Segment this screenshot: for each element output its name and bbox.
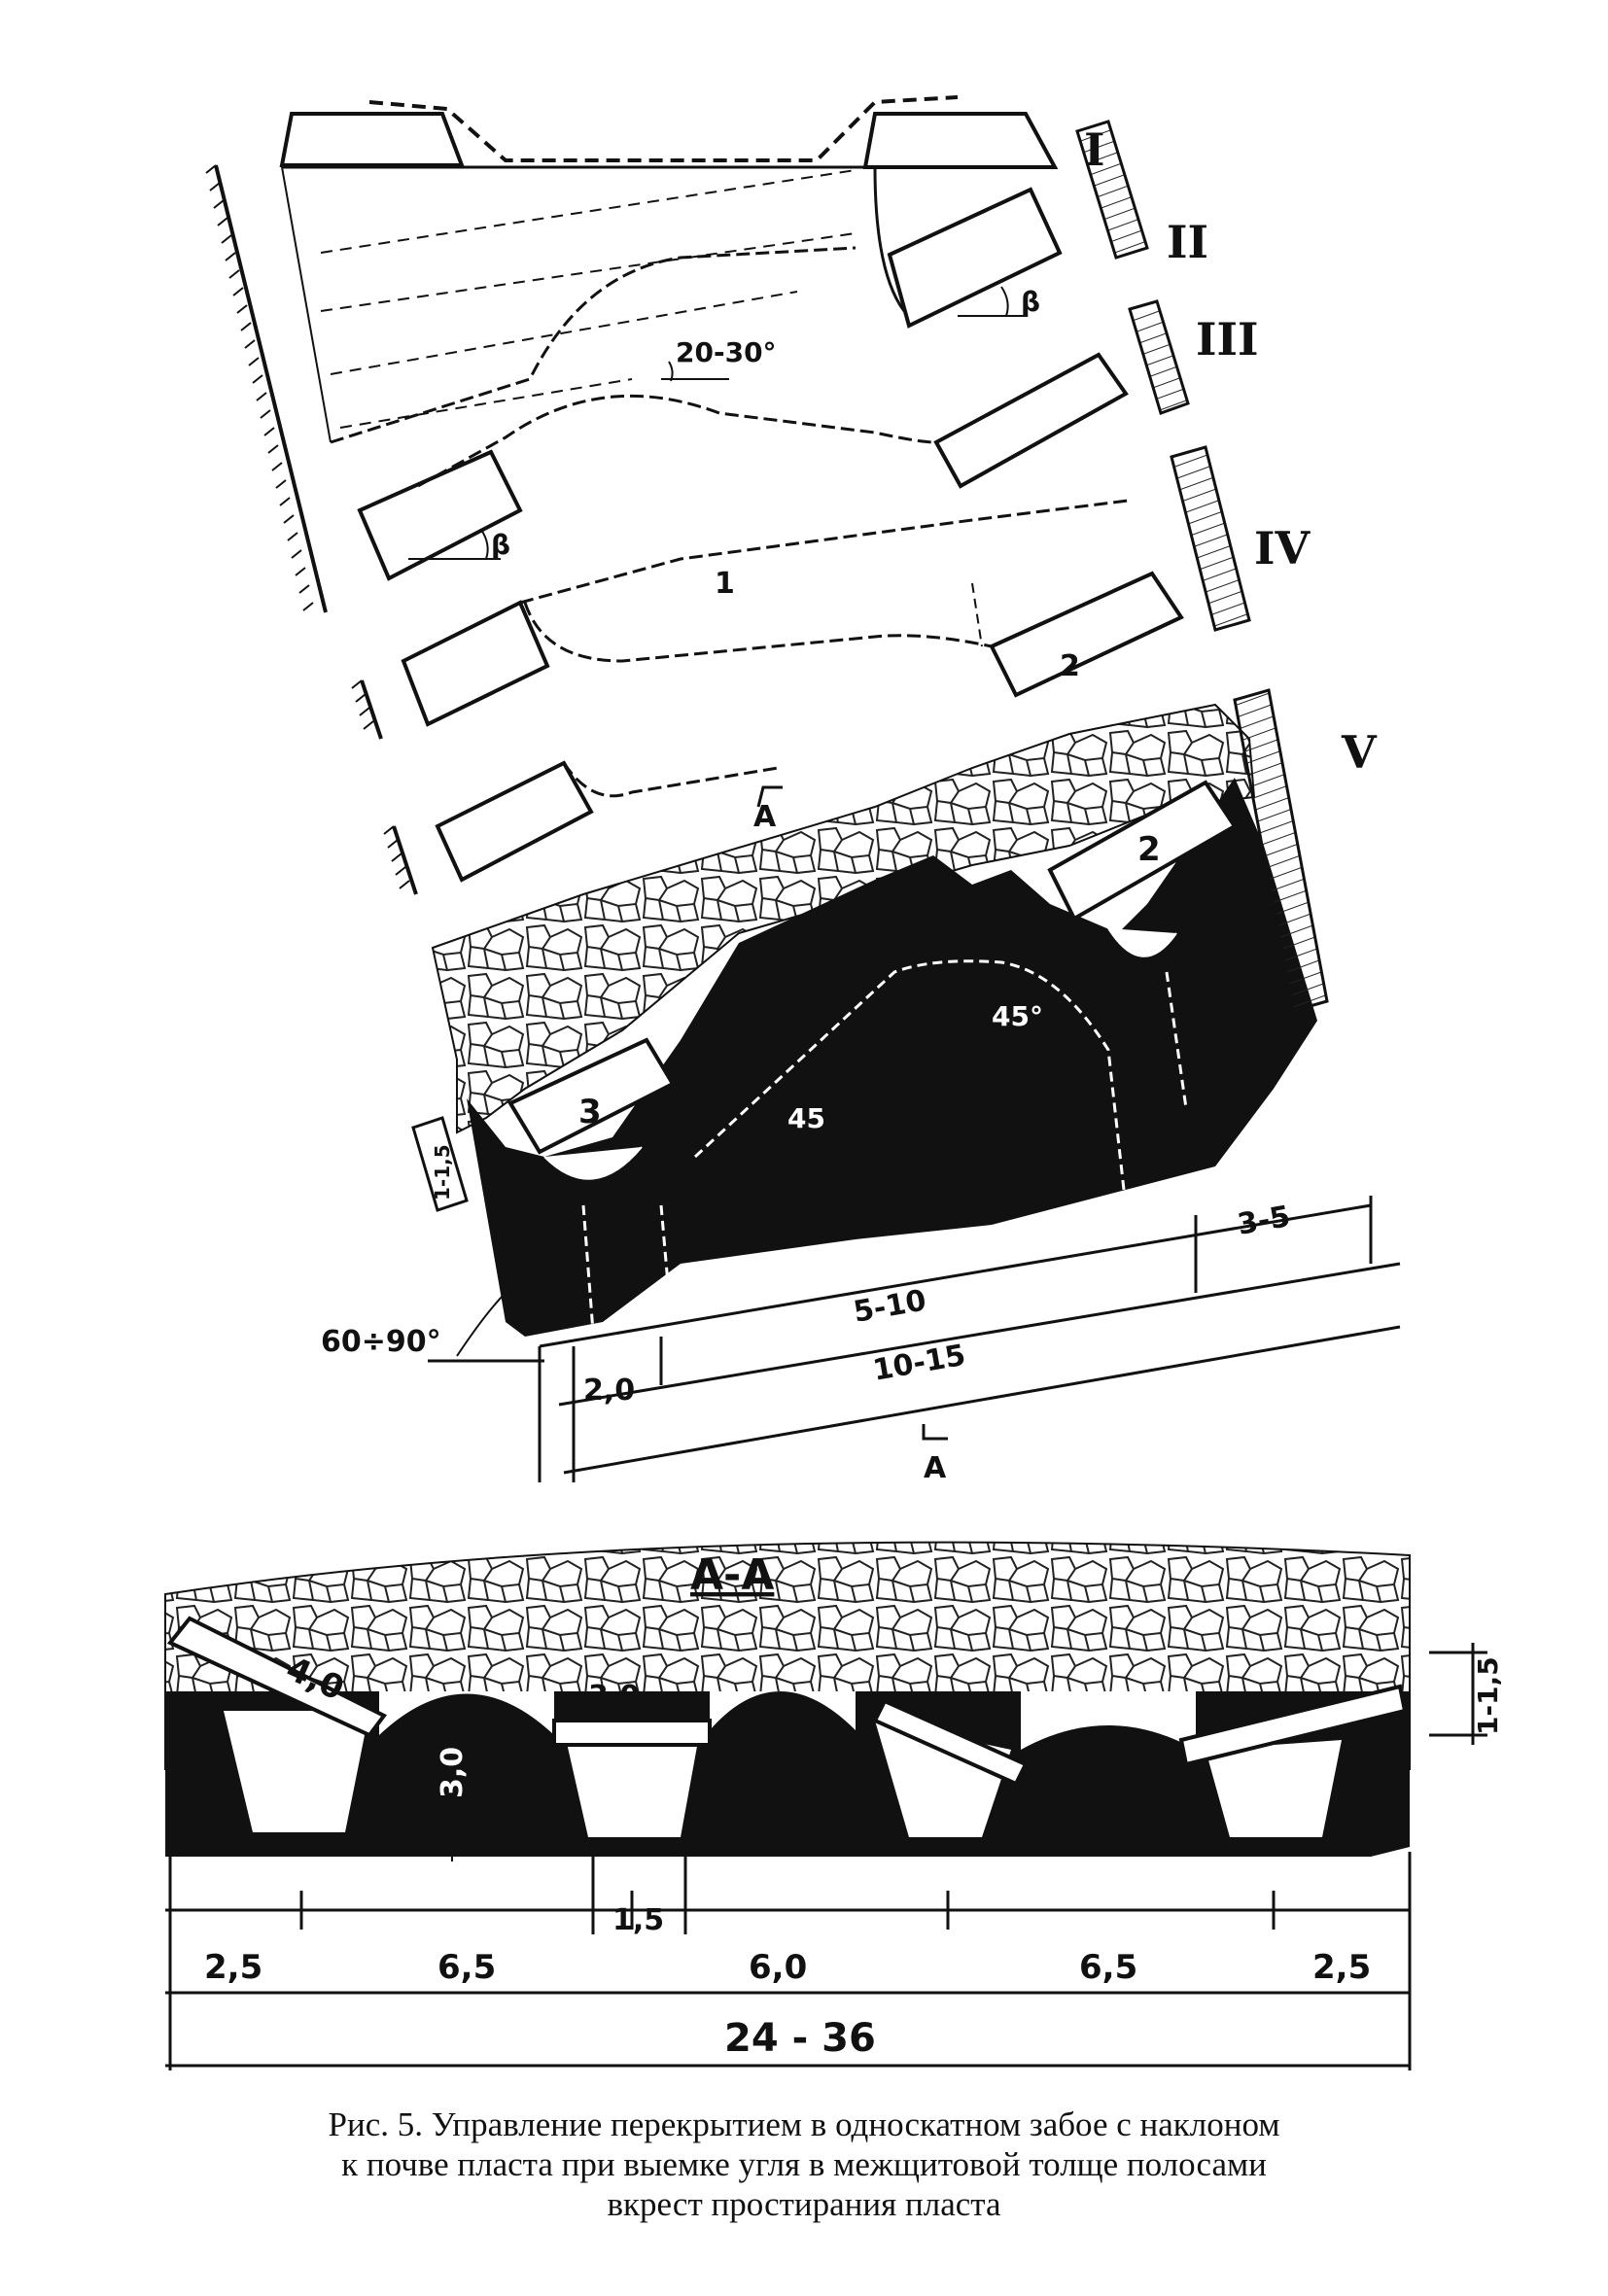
section-dim-6-5-left: 6,5 <box>437 1948 496 1987</box>
section-total-dim: 24 - 36 <box>724 2016 876 2061</box>
section-shield-dim-3-0: 3,0 <box>588 1680 640 1714</box>
label-dim-10-15: 10-15 <box>870 1339 968 1388</box>
section-height-dim: 3,0 <box>436 1747 470 1798</box>
label-dim-3-5: 3-5 <box>1235 1200 1292 1242</box>
section-dim-2-5-right: 2,5 <box>1312 1948 1371 1987</box>
section-shield-3-0 <box>552 1719 712 1747</box>
section-pillar-dim: 1,5 <box>612 1903 664 1937</box>
section-A-A: А-А 4,0 3,0 3,0 1-1,5 1,5 2,5 6,5 6,0 6,… <box>164 1541 1504 2070</box>
position-V <box>411 688 1401 1482</box>
section-shield-4-0 <box>166 1616 388 1738</box>
label-section-A-top: A <box>753 800 777 834</box>
figure-caption: Рис. 5. Управление перекрытием в односка… <box>136 2105 1472 2224</box>
label-dim-2-0: 2,0 <box>583 1374 635 1408</box>
caption-line-2: к почве пласта при выемке угля в межщито… <box>341 2145 1267 2183</box>
label-angle-45-left: 45 <box>787 1102 825 1134</box>
label-shield-3: 3 <box>578 1093 602 1131</box>
position-IV <box>401 445 1251 727</box>
section-title: А-А <box>690 1550 774 1600</box>
section-side-dim: 1-1,5 <box>1472 1656 1504 1735</box>
label-position-II: II <box>1167 216 1208 268</box>
label-position-III: III <box>1196 313 1259 365</box>
label-position-I: I <box>1084 123 1105 176</box>
label-position-IV: IV <box>1254 522 1311 574</box>
section-dim-2-5-left: 2,5 <box>204 1948 262 1987</box>
section-dim-6-0: 6,0 <box>749 1948 807 1987</box>
label-shield-1: 1 <box>715 567 735 601</box>
section-coal <box>165 1691 1410 1857</box>
label-beta-1: β <box>1021 286 1040 318</box>
label-angle-45-right: 45° <box>992 1000 1043 1032</box>
section-shield-right-1 <box>872 1698 1029 1787</box>
section-dim-6-5-right: 6,5 <box>1079 1948 1137 1987</box>
label-side-dim-top: 1-1,5 <box>431 1144 454 1200</box>
label-angle-20-30: 20-30° <box>676 336 777 368</box>
label-left-angle: 60÷90° <box>321 1325 441 1359</box>
label-position-V: V <box>1341 726 1378 779</box>
label-shield-2-V: 2 <box>1137 830 1161 869</box>
coal-mass <box>467 778 1317 1337</box>
section-shield-right-2 <box>1178 1684 1408 1767</box>
position-I <box>279 95 1149 443</box>
caption-line-1: Рис. 5. Управление перекрытием в односка… <box>328 2105 1280 2143</box>
left-wall <box>205 164 418 895</box>
label-section-A-bottom: A <box>924 1451 947 1485</box>
caption-line-3: вкрест простирания пласта <box>607 2185 1001 2223</box>
top-diagram: I II III IV V 1 2 2 3 20-30° β β 45° 45 … <box>205 95 1401 1485</box>
label-shield-2-IV: 2 <box>1060 649 1080 683</box>
label-beta-2: β <box>491 529 510 561</box>
position-II <box>330 166 1063 444</box>
position-III <box>357 299 1190 581</box>
